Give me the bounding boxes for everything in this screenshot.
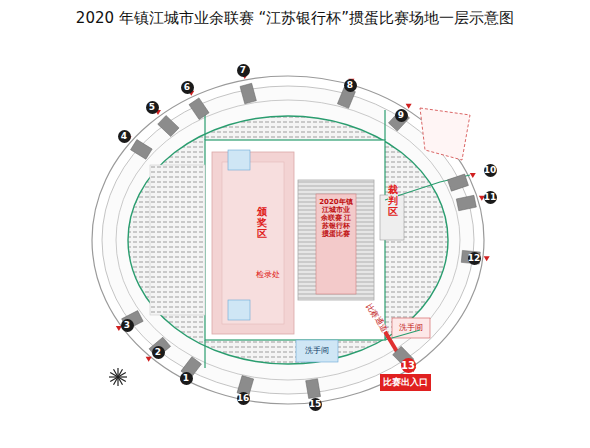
gate-number: 7 — [237, 64, 250, 77]
gate-number: 13 — [401, 358, 416, 373]
entrance-box: 比赛出入口 — [380, 374, 431, 391]
restroom-label: 洗手间 — [305, 347, 329, 356]
gate-number: 2 — [152, 346, 165, 359]
gate-number: 10 — [484, 164, 497, 177]
gate-number: 15 — [309, 398, 322, 411]
gate-number: 9 — [395, 109, 408, 122]
gate-number: 12 — [468, 252, 481, 265]
gate-number: 6 — [181, 81, 194, 94]
gate-number: 1 — [180, 372, 193, 385]
area-label: 裁判区 — [388, 183, 398, 218]
entrance-label: 比赛出入口 — [383, 377, 428, 387]
area-label: 检录处 — [256, 271, 280, 280]
gate-number: 3 — [121, 319, 134, 332]
map-title: 2020 年镇江城市业余联赛 “江苏银行杯”掼蛋比赛场地一层示意图 — [76, 10, 514, 27]
arena-caption: 2020年镇江城市业余联赛 江苏银行杯 掼蛋比赛 — [319, 198, 353, 238]
gate-number: 5 — [146, 101, 159, 114]
gate-number: 11 — [484, 191, 497, 204]
restroom-label: 洗手间 — [399, 324, 423, 333]
gate-number: 16 — [237, 392, 250, 405]
arena-court: 2020年镇江城市业余联赛 江苏银行杯 掼蛋比赛 — [317, 196, 355, 241]
gate-number: 8 — [344, 79, 357, 92]
area-label: 颁奖区 — [257, 205, 267, 240]
gate-number: 4 — [118, 130, 131, 143]
